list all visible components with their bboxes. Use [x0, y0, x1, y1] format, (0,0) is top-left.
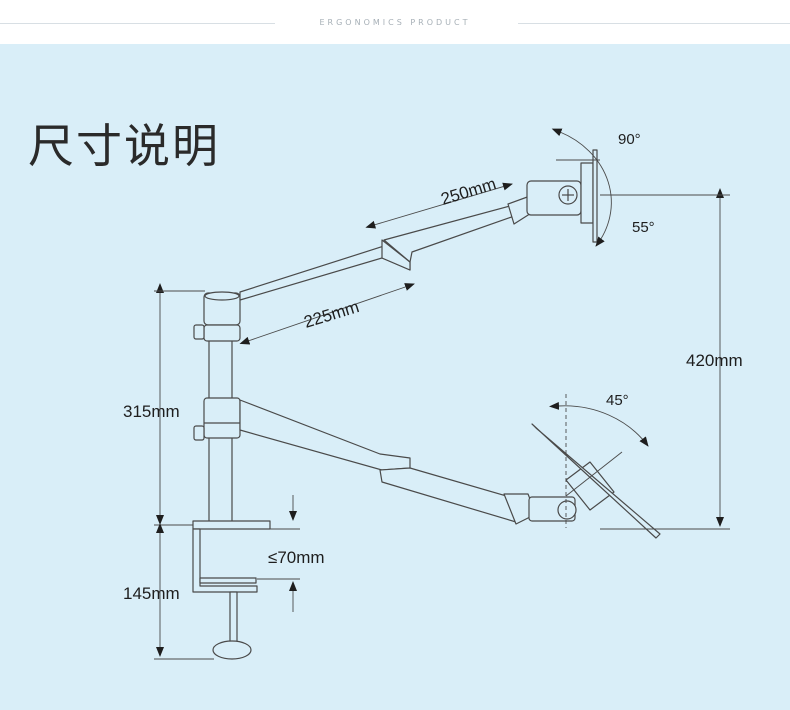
- desk-clamp: [192, 528, 258, 593]
- desk-thickness-label: ≤70mm: [268, 548, 325, 567]
- rotate-angle-label: 45°: [606, 392, 629, 409]
- clamp-pad: [199, 577, 257, 584]
- page-title: 尺寸说明: [28, 119, 220, 173]
- lower-arm-segment-1: [239, 399, 411, 471]
- header-title: ERGONOMICS PRODUCT: [319, 18, 471, 27]
- pole-upper-collar: [203, 324, 241, 342]
- clamp-handle: [212, 640, 252, 660]
- lower-monitor-edge: [531, 423, 661, 539]
- header-divider-right: [518, 23, 790, 24]
- tilt-down-angle-label: 55°: [632, 219, 655, 236]
- upper-arm-length-line: [365, 182, 513, 229]
- clamp-height-label: 145mm: [123, 584, 180, 603]
- base-plate: [192, 520, 271, 530]
- header-bar: ERGONOMICS PRODUCT: [0, 0, 790, 44]
- pole-middle-collar: [203, 397, 241, 439]
- rotate-reference-line: [565, 451, 623, 497]
- upper-arm-segment-2: [383, 205, 521, 263]
- tilt-up-angle-label: 90°: [618, 131, 641, 148]
- upper-knob: [193, 324, 205, 340]
- clamp-screw: [229, 591, 238, 645]
- upper-arm-length-label: 250mm: [439, 174, 499, 209]
- pole-top-cap-rim: [204, 291, 240, 301]
- total-height-label: 420mm: [686, 351, 743, 370]
- lower-knob: [193, 425, 205, 441]
- upper-vesa-plate: [580, 162, 594, 224]
- lower-arm-length-line: [239, 283, 415, 345]
- pole-height-label: 315mm: [123, 402, 180, 421]
- lower-mount-pivot: [557, 500, 577, 520]
- upper-monitor-edge: [592, 149, 598, 243]
- tilt-arc: [551, 128, 612, 247]
- header-divider-left: [0, 23, 275, 24]
- lower-arm-length-label: 225mm: [302, 297, 362, 332]
- diagram-panel: [0, 44, 790, 710]
- rotate-arc: [549, 401, 649, 447]
